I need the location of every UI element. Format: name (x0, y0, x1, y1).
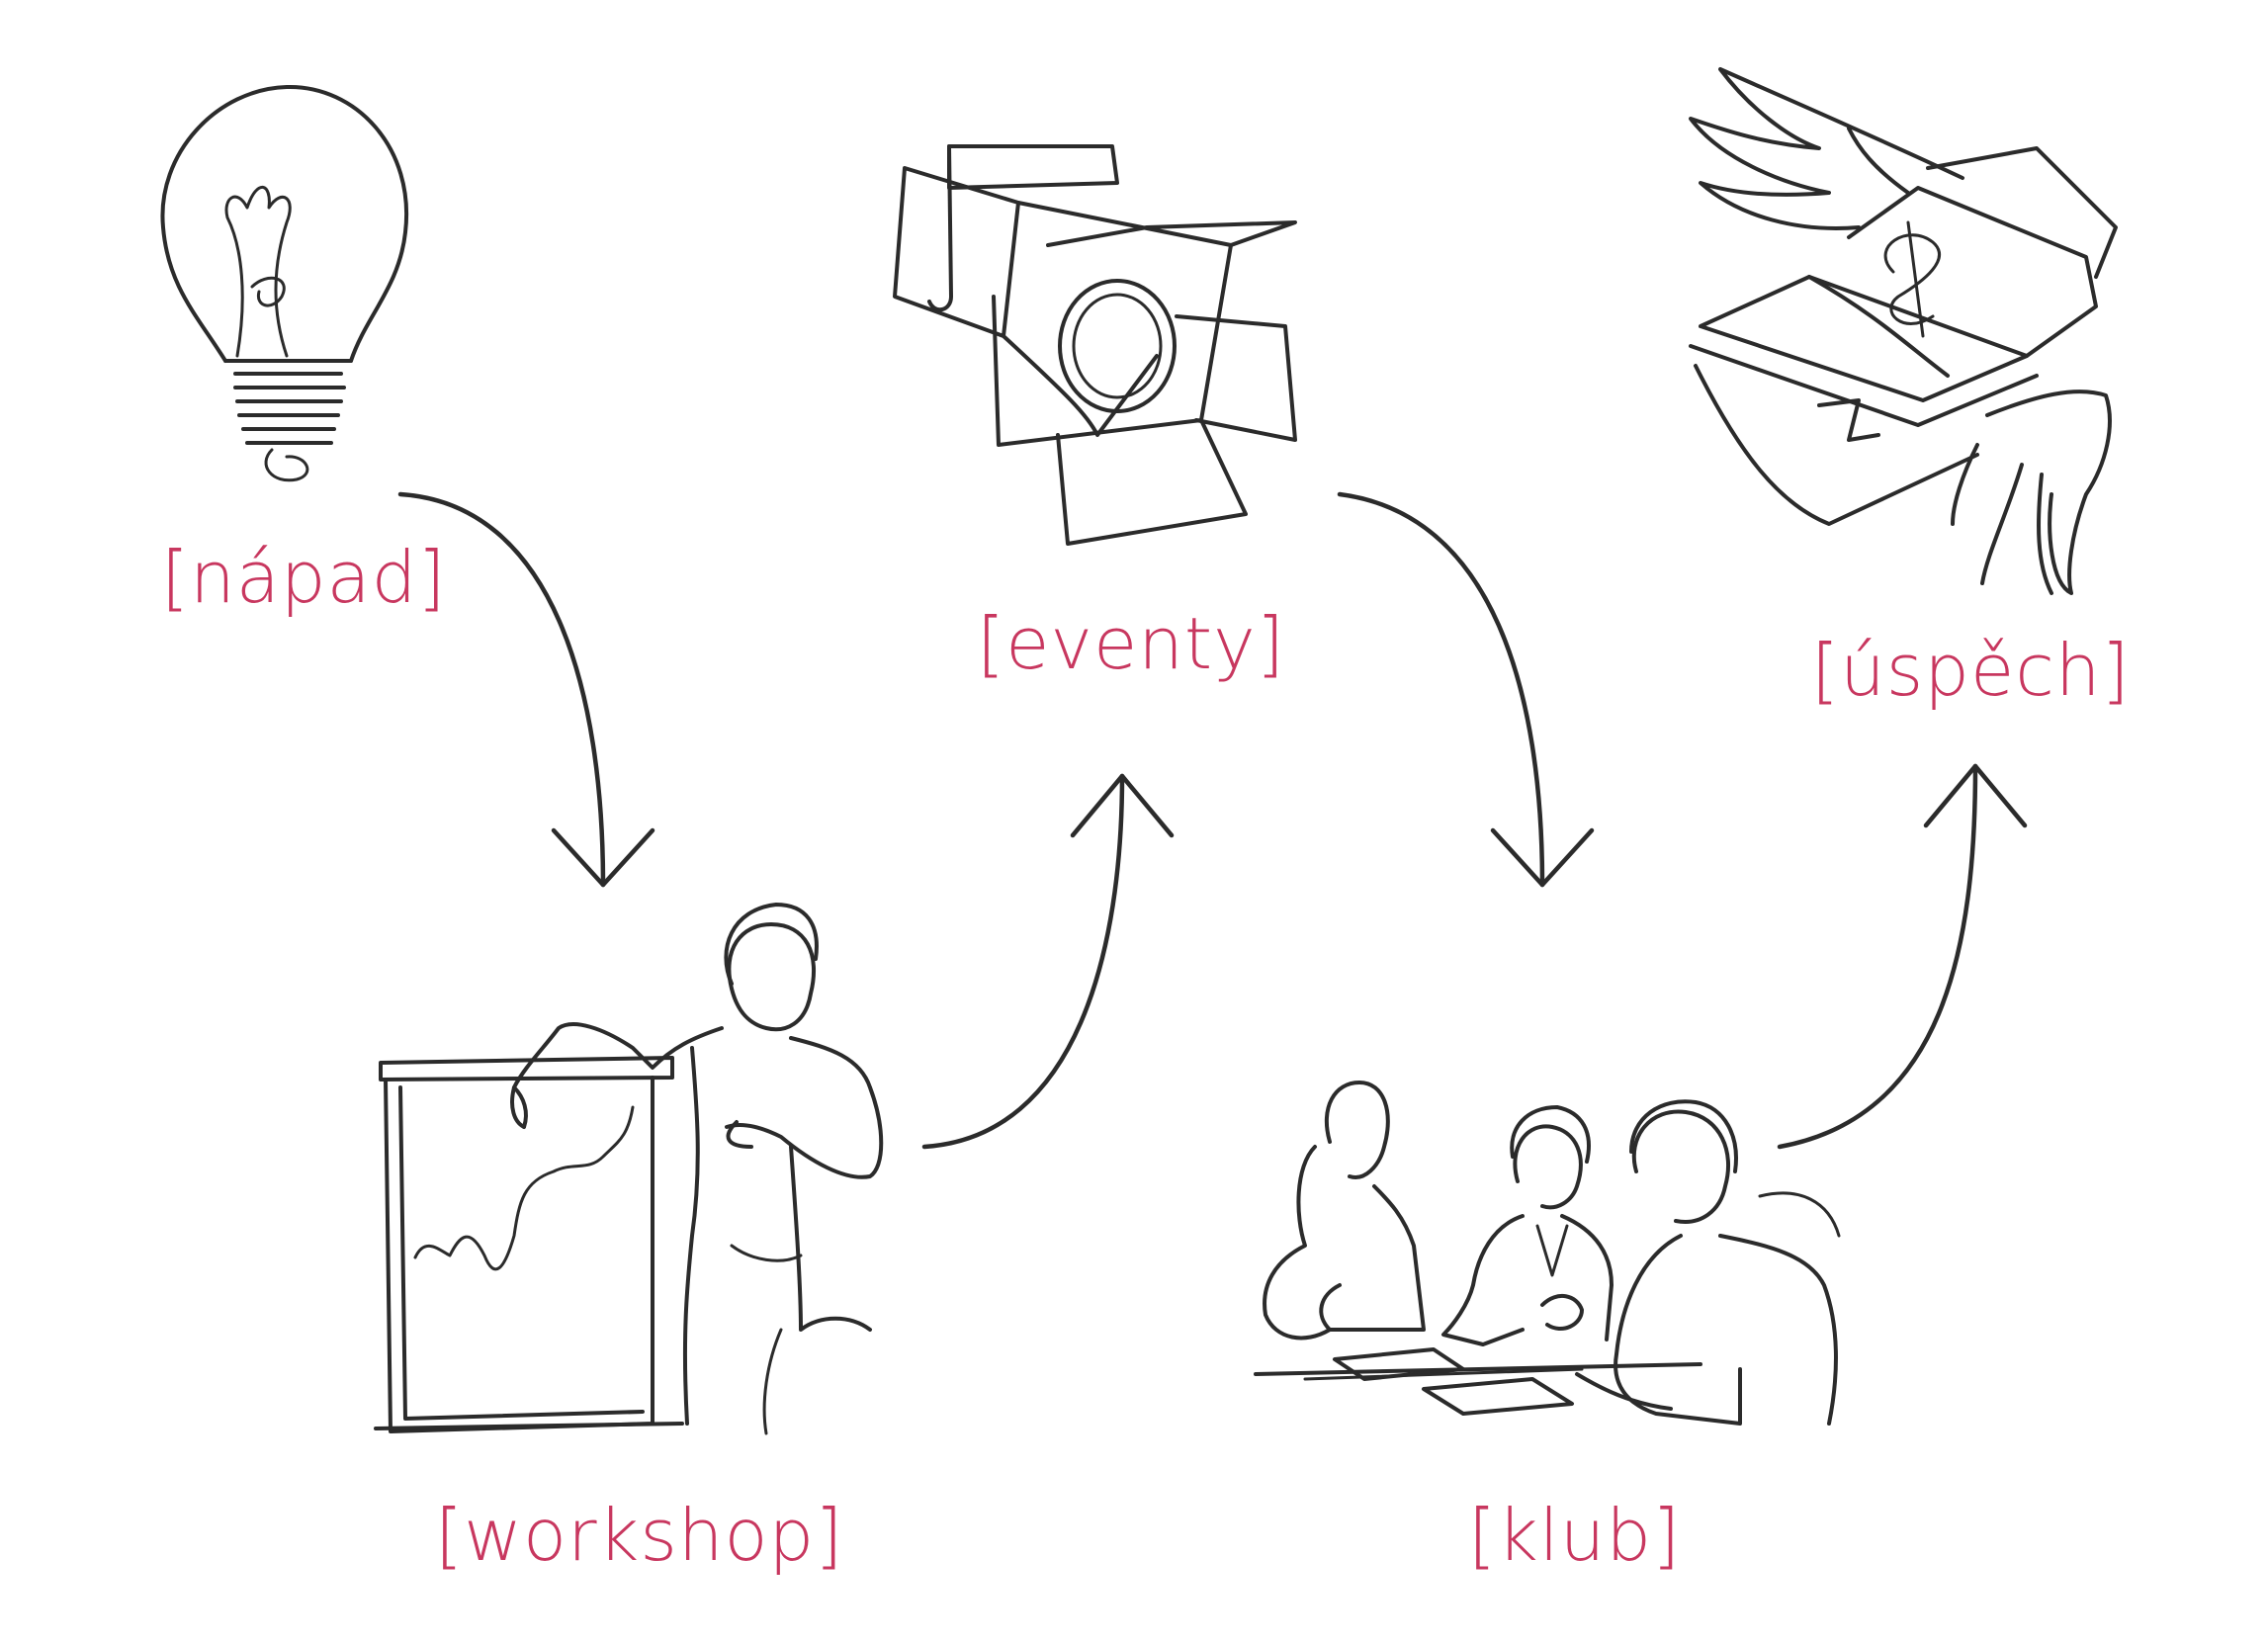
arrow-eventy-to-klub (1337, 491, 1595, 888)
lightbulb-icon (160, 84, 409, 482)
label-workshop: [workshop] (435, 1494, 844, 1577)
arrow-klub-to-uspech (1777, 763, 2028, 1150)
meeting-group-icon (1254, 1081, 1841, 1426)
label-klub: [klub] (1468, 1494, 1682, 1577)
presenter-flipchart-icon (374, 903, 884, 1435)
arrow-workshop-to-eventy (921, 773, 1175, 1150)
flying-money-icon (1689, 67, 2118, 595)
label-napad: [nápad] (161, 536, 447, 619)
spotlight-icon (893, 144, 1297, 546)
label-uspech: [úspěch] (1811, 629, 2131, 712)
arrow-napad-to-workshop (397, 491, 655, 888)
label-eventy: [eventy] (977, 602, 1285, 685)
